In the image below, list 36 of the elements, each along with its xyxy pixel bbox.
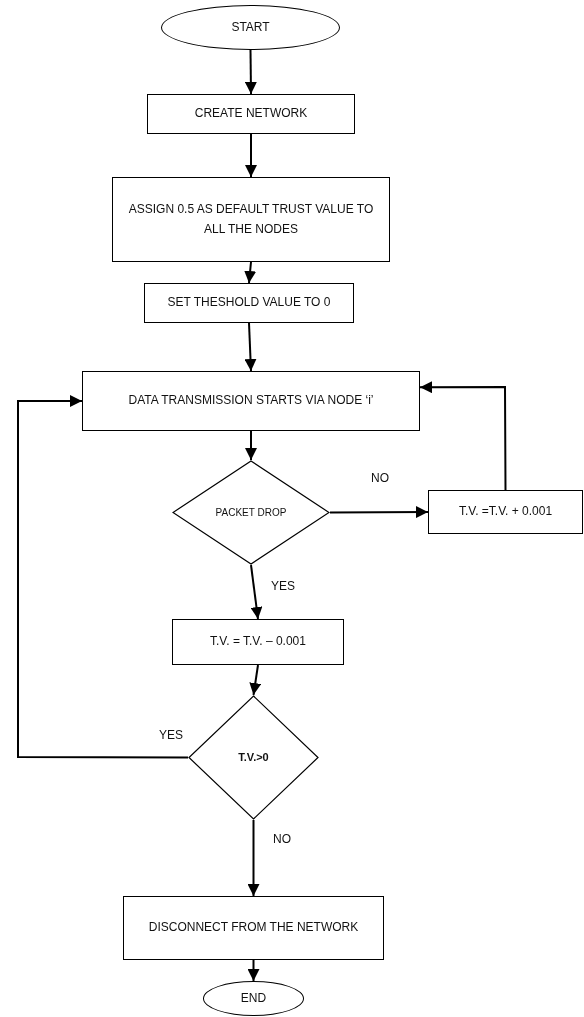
arrow [245, 133, 257, 178]
arrow [244, 261, 257, 284]
node-text: T.V. = T.V. – 0.001 [210, 633, 306, 651]
process-box [144, 283, 354, 323]
node-text: T.V.>0 [238, 749, 269, 765]
arrow [329, 506, 429, 519]
arrow [245, 430, 257, 461]
process-box [112, 177, 390, 262]
arrow [419, 381, 507, 491]
node-text: START [231, 18, 270, 36]
node-text: SET THESHOLD VALUE TO 0 [167, 294, 331, 312]
process-box [147, 94, 355, 134]
arrow [247, 819, 260, 897]
arrow [244, 322, 257, 372]
node-text: ASSIGN 0.5 AS DEFAULT TRUST VALUE TO ALL THE NODES [127, 201, 375, 238]
node-text: T.V. =T.V. + 0.001 [458, 503, 553, 521]
arrow [250, 564, 263, 620]
process-box [172, 619, 344, 665]
arrow [244, 49, 257, 95]
node-text: PACKET DROP [215, 505, 287, 520]
node-text: DISCONNECT FROM THE NETWORK [148, 919, 359, 937]
arrow [17, 395, 189, 759]
edge-label: YES [270, 580, 296, 592]
edge-label: NO [272, 833, 292, 845]
edge-label: YES [158, 729, 184, 741]
node-text: DATA TRANSMISSION STARTS VIA NODE ‘i’ [128, 392, 374, 410]
edge-label: NO [370, 472, 390, 484]
decision-diamond [172, 460, 330, 565]
process-box [82, 371, 420, 431]
process-box [428, 490, 583, 534]
node-text: END [240, 989, 267, 1007]
node-text: CREATE NETWORK [194, 105, 308, 123]
arrow [249, 664, 262, 696]
process-box [123, 896, 384, 960]
arrow [247, 959, 260, 982]
decision-diamond [188, 695, 319, 820]
